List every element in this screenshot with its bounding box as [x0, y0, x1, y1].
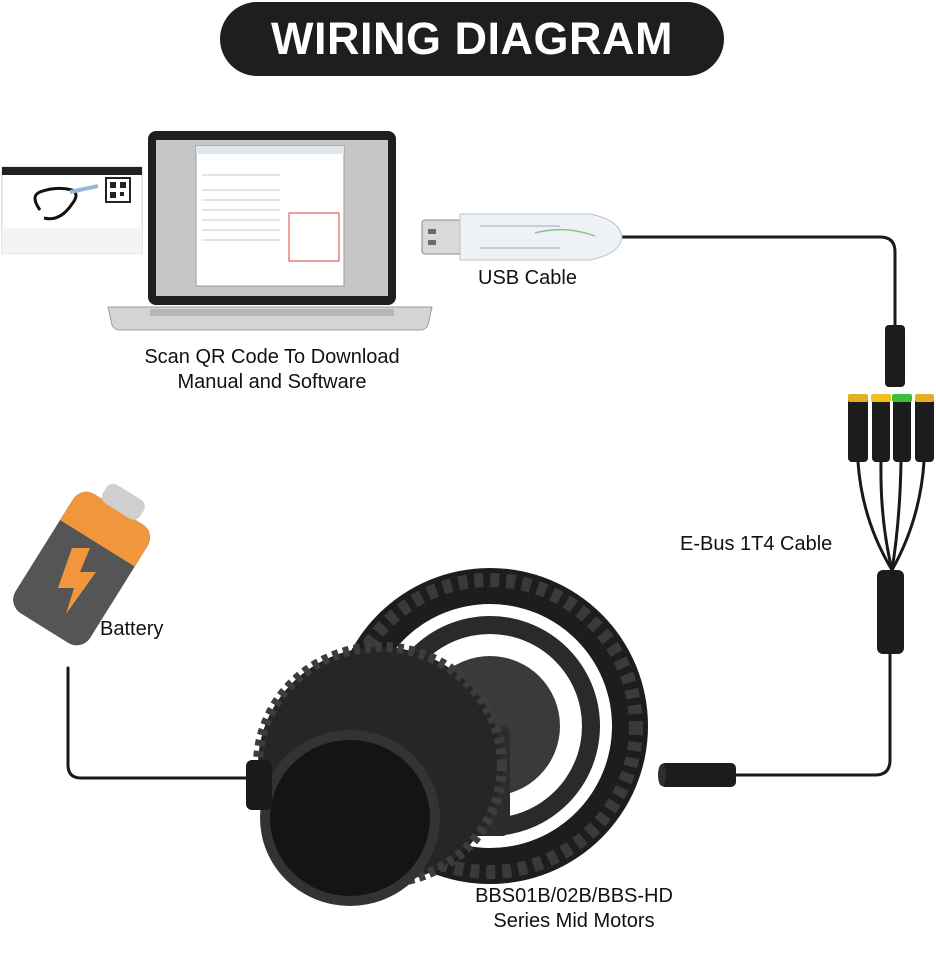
- battery-label-text: Battery: [100, 618, 164, 640]
- motor-icon: [246, 642, 507, 906]
- motor-label-line-1: BBS01B/02B/BBS-HD: [475, 885, 673, 907]
- harness-split-2: [879, 460, 894, 572]
- cables: [66, 235, 926, 780]
- battery-icon: [13, 483, 150, 646]
- usb-plug-icon: [421, 213, 623, 261]
- motor-to-harness-cable: [733, 648, 892, 777]
- page-title: WIRING DIAGRAM: [271, 13, 673, 64]
- motor-label: BBS01B/02B/BBS-HD Series Mid Motors: [452, 884, 696, 934]
- title-banner: WIRING DIAGRAM: [220, 2, 724, 76]
- harness-split-3: [890, 460, 903, 572]
- motor-label-line-2: Series Mid Motors: [493, 910, 655, 932]
- harness-split-1: [856, 460, 894, 572]
- harness-split-4: [890, 460, 926, 572]
- scan-qr-label: Scan QR Code To Download Manual and Soft…: [112, 345, 432, 395]
- laptop-icon: [107, 131, 433, 331]
- battery-label: Battery: [100, 617, 163, 642]
- bolt-icon: [58, 548, 96, 614]
- usb-cable-line: [613, 235, 897, 327]
- scan-qr-line-1: Scan QR Code To Download: [144, 346, 400, 368]
- ebus-cable-label-text: E-Bus 1T4 Cable: [680, 533, 833, 555]
- battery-cable: [66, 666, 250, 780]
- ebus-cable-label: E-Bus 1T4 Cable: [680, 532, 832, 557]
- scan-qr-line-2: Manual and Software: [177, 371, 367, 393]
- usb-cable-label: USB Cable: [478, 266, 577, 291]
- usb-cable-label-text: USB Cable: [478, 267, 577, 289]
- connector-icon: [658, 325, 934, 787]
- qr-card-icon: [1, 166, 143, 254]
